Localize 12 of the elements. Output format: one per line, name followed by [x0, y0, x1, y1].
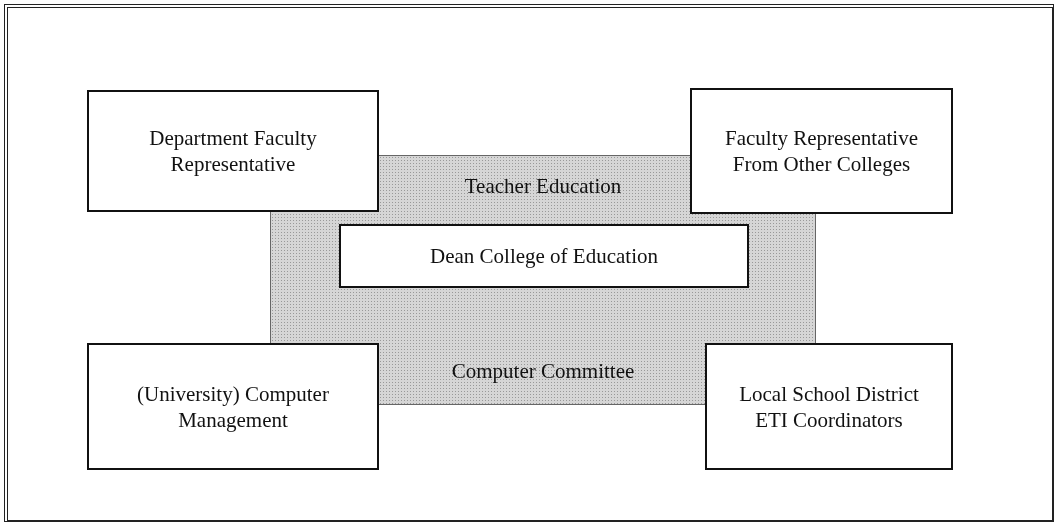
role-label: Faculty Representative From Other Colleges: [724, 125, 919, 177]
role-label: Department Faculty Representative: [148, 125, 318, 177]
role-box: [87, 343, 379, 470]
role-box: [87, 90, 379, 212]
role-box: [690, 88, 953, 214]
band-title: Computer Committee: [450, 358, 636, 384]
band-title: Teacher Education: [463, 173, 623, 199]
role-label: Dean College of Education: [430, 243, 658, 269]
role-box: [705, 343, 953, 470]
role-box: [339, 224, 749, 288]
role-label: Local School District ETI Coordinators: [738, 380, 920, 433]
role-label: (University) Computer Management: [136, 380, 330, 433]
